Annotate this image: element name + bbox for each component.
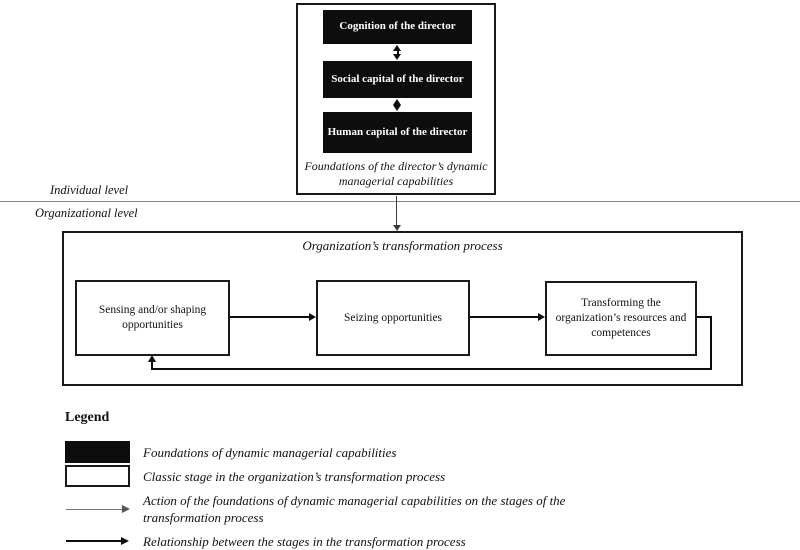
thick-arrow-head-icon [121, 537, 129, 545]
relationship-arrow-head-icon [538, 313, 545, 321]
social-capital-box: Social capital of the director [323, 61, 472, 98]
cognition-box: Cognition of the director [323, 10, 472, 44]
thin-arrow-icon [66, 509, 123, 510]
thin-arrow-head-icon [122, 505, 130, 513]
social-capital-box-label: Social capital of the director [331, 72, 464, 85]
human-capital-box-label: Human capital of the director [327, 125, 468, 138]
legend-heading: Legend [65, 410, 110, 425]
stage-box-seizing: Seizing opportunities [316, 280, 470, 356]
arrow-up-head-icon [393, 99, 401, 105]
organizational-level-label: Organizational level [35, 206, 138, 220]
white-box-swatch-icon [65, 465, 130, 487]
stage-seizing-label: Seizing opportunities [343, 311, 443, 324]
legend-item-relationship: Relationship between the stages in the t… [143, 534, 466, 549]
relationship-arrow-icon [470, 316, 539, 318]
transformation-process-title: Organization’s transformation process [302, 238, 503, 253]
legend-item-classic-stage: Classic stage in the organization’s tran… [143, 469, 446, 484]
relationship-arrow-icon [230, 316, 310, 318]
stage-box-sensing: Sensing and/or shaping opportunities [75, 280, 230, 356]
stage-transforming-label: Transforming the organization’s resource… [555, 297, 687, 339]
human-capital-box: Human capital of the director [323, 112, 472, 153]
stage-sensing-label: Sensing and/or shaping opportunities [98, 304, 207, 331]
feedback-loop-segment [151, 368, 712, 370]
feedback-loop-arrow-head-icon [148, 355, 156, 362]
legend-item-foundations: Foundations of dynamic managerial capabi… [143, 445, 397, 460]
bidirectional-arrow-icon [393, 45, 402, 60]
action-arrow-head-icon [393, 225, 401, 231]
black-box-swatch-icon [65, 441, 130, 463]
relationship-arrow-head-icon [309, 313, 316, 321]
stage-box-transforming: Transforming the organization’s resource… [545, 281, 697, 356]
feedback-loop-segment [710, 316, 712, 370]
feedback-loop-segment [697, 316, 712, 318]
arrow-down-head-icon [393, 54, 401, 60]
feedback-loop-segment [151, 361, 153, 370]
thick-arrow-icon [66, 540, 122, 542]
arrow-up-head-icon [393, 45, 401, 51]
arrow-down-head-icon [393, 105, 401, 111]
cognition-box-label: Cognition of the director [339, 20, 456, 33]
legend-item-action: Action of the foundations of dynamic man… [143, 493, 566, 525]
individual-level-label: Individual level [50, 183, 129, 197]
bidirectional-arrow-icon [393, 99, 402, 111]
action-arrow-icon [396, 196, 397, 225]
foundations-caption: Foundations of the director’s dynamic ma… [304, 159, 488, 188]
level-separator-line [0, 201, 800, 202]
